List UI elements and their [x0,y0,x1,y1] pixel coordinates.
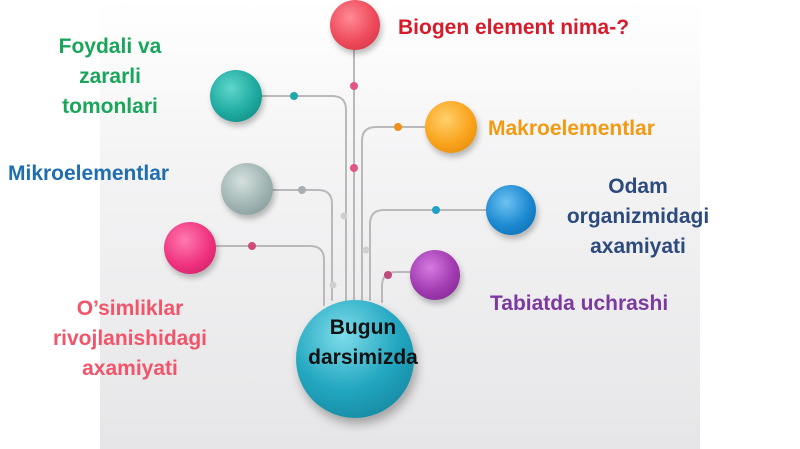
connector-dot [290,92,298,100]
center-label-line: darsimizda [308,346,418,369]
topic-label-line: Mikroelementlar [8,162,170,185]
topic-label-makro: Makroelementlar [488,114,718,144]
topic-label-tabiat: Tabiatda uchrashi [490,289,730,319]
topic-label-line: O’simliklar [76,297,184,320]
connector-dots [248,82,440,289]
connector-dot [350,82,358,90]
connector-dot [340,212,348,220]
topic-ball-odam [486,185,536,235]
topic-label-line: Odam [608,175,668,198]
topic-ball-tabiat [410,250,460,300]
topic-ball-foydali [210,70,262,122]
topic-label-line: Foydali va [58,35,162,58]
connector-dot [350,164,358,172]
connector-dot [248,242,256,250]
connector-dot [394,123,402,131]
topic-label-foydali: Foydali va zararli tomonlari [20,32,200,122]
topic-ball-biogen [330,0,380,50]
topic-label-line: rivojlanishidagi [52,327,208,350]
topic-label-line: Tabiatda uchrashi [490,292,669,315]
topic-ball-mikro [221,163,273,215]
topic-label-line: Biogen element nima-? [398,16,630,39]
topic-label-line: zararli [79,65,141,88]
topic-ball-osimliklar [164,222,216,274]
connector-dot [298,186,306,194]
connector-dot [432,206,440,214]
center-ball [296,300,414,418]
center-label: Bugun darsimizda [286,313,440,373]
topic-label-line: tomonlari [62,95,158,118]
topic-label-line: organizmidagi [566,205,710,228]
topic-label-mikro: Mikroelementlar [8,159,218,189]
connector-dot [384,271,392,279]
topic-label-line: axamiyati [82,357,178,380]
topic-label-biogen: Biogen element nima-? [398,13,698,43]
topic-label-line: axamiyati [590,235,686,258]
topic-label-line: Makroelementlar [488,117,655,140]
topic-label-osimliklar: O’simliklar rivojlanishidagi axamiyati [20,294,240,384]
connector-dot [362,246,370,254]
topic-label-odam: Odam organizmidagi axamiyati [548,172,728,262]
center-label-line: Bugun [329,316,397,339]
connector-dot [329,281,337,289]
topic-ball-makro [425,101,477,153]
